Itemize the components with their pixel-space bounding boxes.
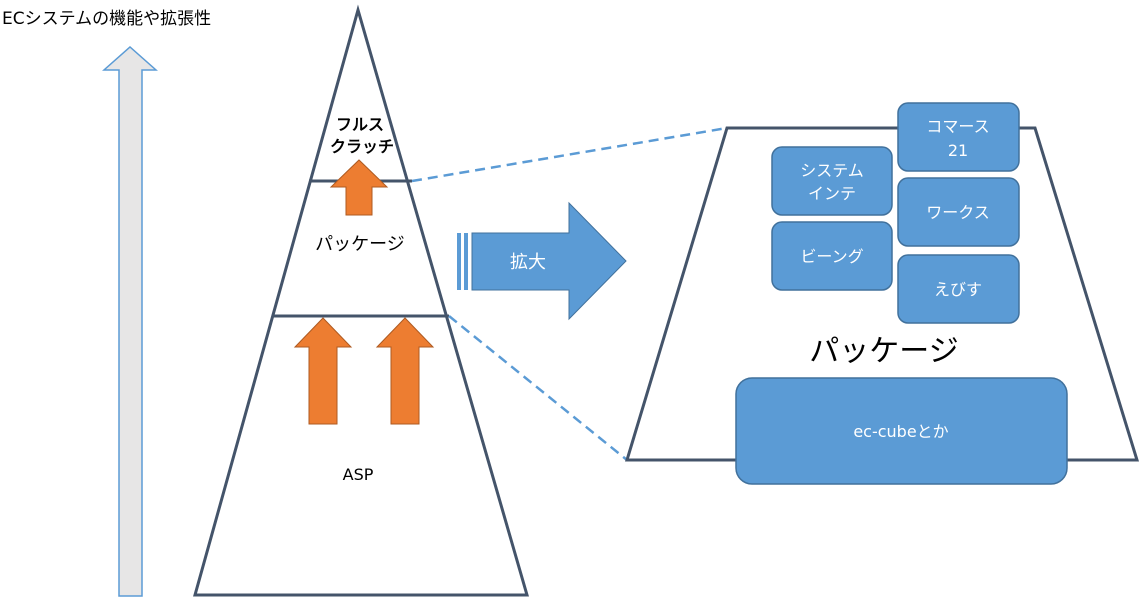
product-box-commerce21 bbox=[897, 102, 1020, 172]
ec-cube-box bbox=[735, 377, 1068, 485]
expand-arrow-stripe-2 bbox=[464, 233, 468, 290]
expand-arrow-stripe-1 bbox=[457, 233, 461, 290]
product-box-works bbox=[897, 177, 1020, 247]
fullscratch-label-line2: クラッチ bbox=[330, 137, 394, 156]
product-label-system-integration-1: システム bbox=[800, 161, 864, 180]
asp-label: ASP bbox=[343, 465, 374, 484]
product-label-commerce21-1: コマース bbox=[926, 117, 989, 136]
upgrade-arrow-left bbox=[293, 317, 353, 425]
upgrade-arrow-top bbox=[329, 159, 389, 216]
expand-arrow-label: 拡大 bbox=[510, 252, 546, 273]
product-label-being: ビーング bbox=[800, 247, 863, 266]
zoom-line-top bbox=[411, 126, 728, 183]
zoom-line-bottom bbox=[448, 315, 628, 461]
axis-label: ECシステムの機能や拡張性 bbox=[2, 9, 211, 29]
expand-arrow bbox=[471, 201, 627, 321]
product-label-ebisu: えびす bbox=[934, 280, 982, 299]
product-label-system-integration-2: インテ bbox=[808, 184, 856, 203]
capability-axis-arrow bbox=[102, 45, 158, 597]
product-label-works: ワークス bbox=[926, 203, 990, 222]
ec-cube-label: ec-cubeとか bbox=[853, 422, 948, 441]
package-label: パッケージ bbox=[315, 234, 405, 255]
zoom-package-title: パッケージ bbox=[809, 334, 958, 369]
product-box-system-integration bbox=[771, 146, 893, 216]
product-box-being bbox=[771, 221, 893, 291]
upgrade-arrow-right bbox=[375, 317, 435, 425]
fullscratch-label-line1: フルス bbox=[336, 115, 384, 134]
product-box-ebisu bbox=[897, 254, 1020, 324]
product-label-commerce21-2: 21 bbox=[948, 141, 968, 160]
pyramid bbox=[193, 4, 529, 597]
